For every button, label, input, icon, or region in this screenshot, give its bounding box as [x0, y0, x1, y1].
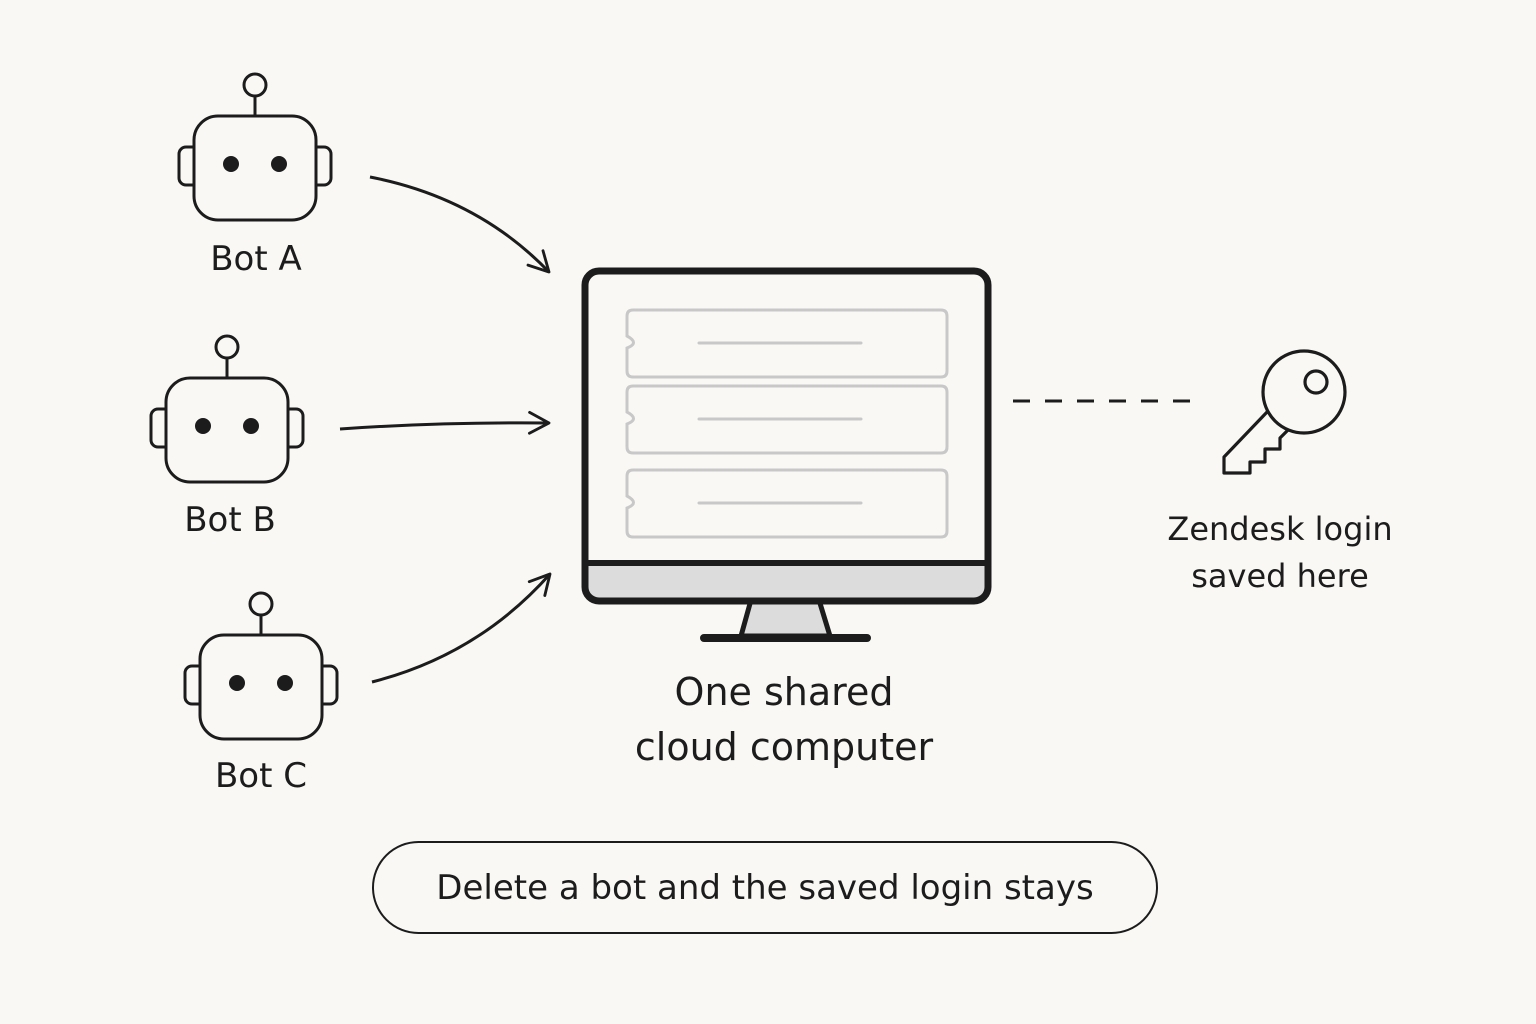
key-icon [1222, 349, 1347, 475]
note-text: Delete a bot and the saved login stays [436, 867, 1094, 908]
bot-a-label: Bot A [210, 239, 302, 279]
robot-icon [183, 591, 339, 741]
screen-card [625, 308, 949, 379]
cloud-computer-icon [581, 267, 992, 642]
key-label-line1: Zendesk login [1167, 510, 1393, 548]
note-pill: Delete a bot and the saved login stays [372, 841, 1158, 934]
robot-icon [177, 72, 333, 222]
computer-label: One shared cloud computer [574, 665, 994, 775]
arrow-bot-a [369, 175, 551, 274]
computer-label-line2: cloud computer [634, 725, 934, 769]
arrow-bot-b [339, 410, 551, 435]
bot-c-label: Bot C [214, 756, 307, 796]
screen-card [625, 384, 949, 455]
robot-icon [149, 334, 305, 484]
arrow-bot-c [371, 572, 552, 684]
screen-card [625, 468, 949, 539]
key-label-line2: saved here [1191, 557, 1369, 595]
bot-b-label: Bot B [184, 500, 276, 540]
key-label: Zendesk login saved here [1130, 506, 1430, 600]
computer-label-line1: One shared [674, 670, 894, 714]
